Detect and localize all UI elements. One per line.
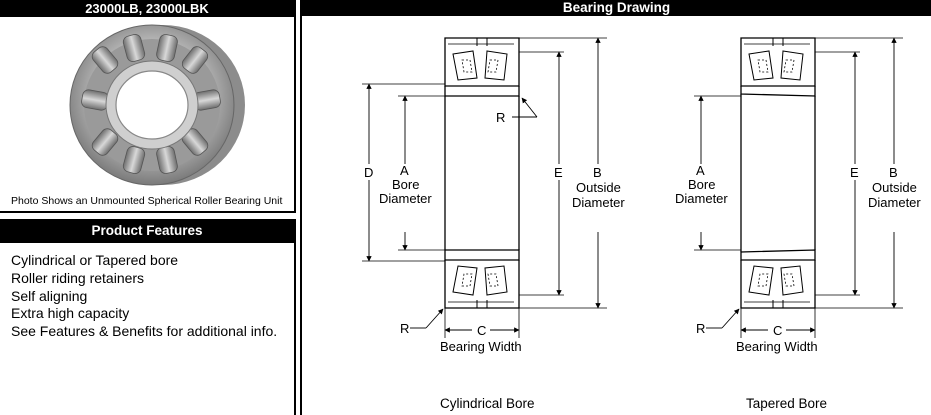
label-bore-diameter: Diameter xyxy=(379,191,432,206)
label-outside-diameter: Diameter xyxy=(572,195,625,210)
drawing-header: Bearing Drawing xyxy=(302,0,931,16)
feature-item: See Features & Benefits for additional i… xyxy=(11,323,278,340)
label-r-bottom: R xyxy=(696,321,705,336)
tapered-bore-drawing: A Bore Diameter E B Outside Diameter R C… xyxy=(675,37,921,411)
label-d: D xyxy=(364,165,373,180)
label-bearing-width: Bearing Width xyxy=(440,339,522,354)
label-c: C xyxy=(477,323,486,338)
label-bore-diameter: Diameter xyxy=(675,191,728,206)
label-c: C xyxy=(773,323,782,338)
label-bearing-width: Bearing Width xyxy=(736,339,818,354)
product-photo-panel: 23000LB, 23000LBK xyxy=(0,0,296,213)
label-e: E xyxy=(554,165,563,180)
bearing-drawing: D A Bore Diameter E B Outside Diameter R… xyxy=(362,37,921,411)
feature-item: Roller riding retainers xyxy=(11,269,145,286)
label-b: B xyxy=(593,165,602,180)
features-list: Cylindrical or Tapered bore Roller ridin… xyxy=(11,252,277,341)
feature-item: Self aligning xyxy=(11,287,88,304)
photo-caption: Photo Shows an Unmounted Spherical Rolle… xyxy=(11,195,283,207)
label-outside-diameter: Diameter xyxy=(868,195,921,210)
features-header: Product Features xyxy=(0,219,294,243)
bearing-photo xyxy=(69,24,245,186)
cylindrical-bore-drawing: D A Bore Diameter E B Outside Diameter R… xyxy=(362,37,625,411)
features-panel: Product Features Cylindrical or Tapered … xyxy=(0,219,296,415)
label-a: A xyxy=(696,163,705,178)
label-r-top: R xyxy=(496,110,505,125)
label-e: E xyxy=(850,165,859,180)
label-b: B xyxy=(889,165,898,180)
label-outside: Outside xyxy=(576,180,621,195)
feature-item: Extra high capacity xyxy=(11,305,130,322)
feature-item: Cylindrical or Tapered bore xyxy=(11,252,179,268)
label-bore: Bore xyxy=(688,177,715,192)
product-title: 23000LB, 23000LBK xyxy=(0,0,294,17)
drawing-panel: Bearing Drawing xyxy=(300,0,931,415)
label-outside: Outside xyxy=(872,180,917,195)
label-r-bottom: R xyxy=(400,321,409,336)
label-a: A xyxy=(400,163,409,178)
caption-tapered: Tapered Bore xyxy=(746,396,827,411)
caption-cylindrical: Cylindrical Bore xyxy=(440,396,535,411)
label-bore: Bore xyxy=(392,177,419,192)
